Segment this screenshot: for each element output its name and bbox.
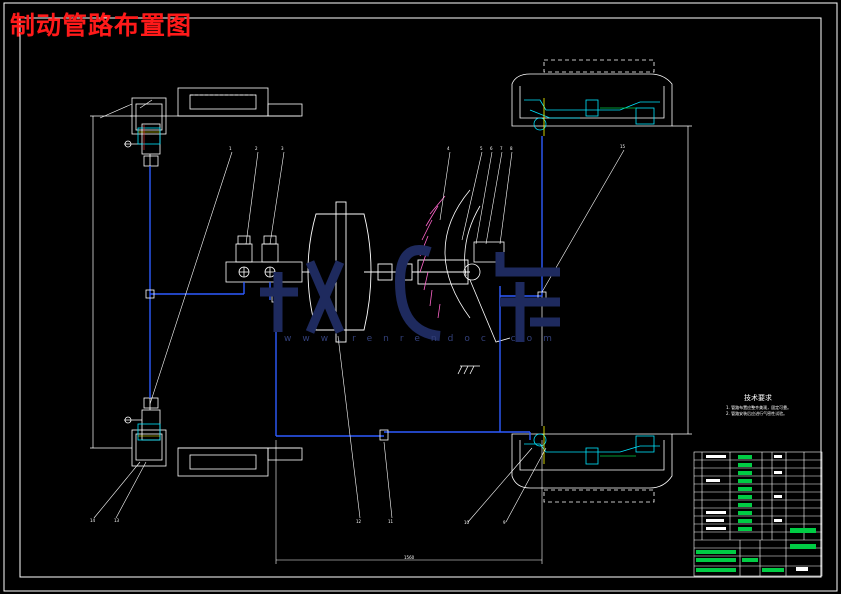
- outer-border: [3, 2, 838, 592]
- rear-right-wheel-assembly: [511, 426, 673, 503]
- leader-lines: [93, 99, 625, 523]
- callout-5: 5: [480, 146, 483, 151]
- title-block-fills: [696, 455, 816, 572]
- dimension-bottom: 1560: [404, 555, 415, 560]
- callout-14: 14: [90, 518, 96, 523]
- tech-requirement-1: 1. 管路布置应整齐美观，固定可靠。: [726, 405, 792, 410]
- front-left-wheel-detail: [137, 125, 161, 150]
- callout-2: 2: [255, 146, 258, 151]
- tech-requirement-2: 2. 管路安装后应进行气密性试验。: [726, 411, 788, 416]
- callout-10: 10: [464, 520, 470, 525]
- inner-border: [19, 17, 822, 578]
- bottom-dimension: [275, 440, 543, 564]
- callout-8: 8: [510, 146, 513, 151]
- right-axle: [541, 125, 692, 435]
- brake-master-cylinder: [225, 235, 303, 283]
- callout-3: 3: [281, 146, 284, 151]
- vacuum-booster: [302, 201, 470, 343]
- callout-6: 6: [490, 146, 493, 151]
- brake-pedal-assembly: [419, 189, 511, 375]
- left-axle: [90, 115, 151, 449]
- callout-11: 11: [388, 519, 394, 524]
- callout-1: 1: [229, 146, 232, 151]
- callout-15: 15: [620, 144, 626, 149]
- front-left-wheel-assembly: [124, 87, 303, 167]
- callout-9: 9: [503, 520, 506, 525]
- drawing-title: 制动管路布置图: [10, 11, 193, 40]
- callout-7: 7: [500, 146, 503, 151]
- rear-left-wheel-detail: [137, 423, 161, 441]
- tech-requirements-title: 技术要求: [744, 394, 772, 402]
- front-right-wheel-assembly: [511, 59, 673, 136]
- callout-12: 12: [356, 519, 362, 524]
- callout-13: 13: [114, 518, 120, 523]
- callout-4: 4: [447, 146, 450, 151]
- watermark-url: www.renrendoc.com: [284, 334, 563, 344]
